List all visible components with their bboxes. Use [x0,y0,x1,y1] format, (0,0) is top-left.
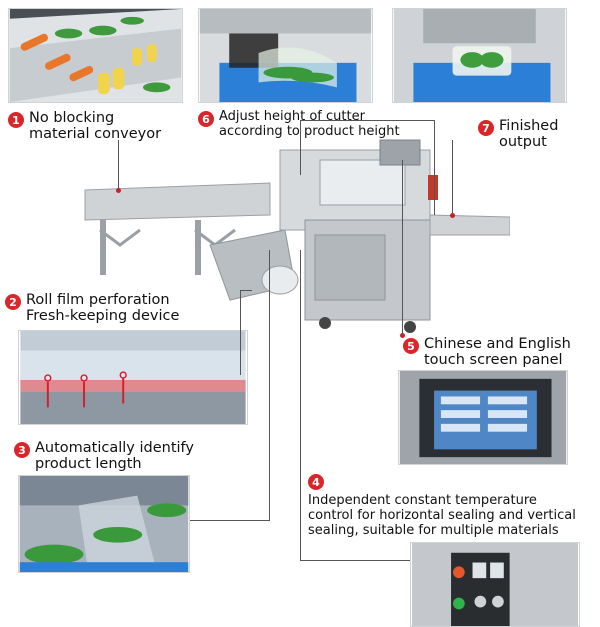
callout-7-text: Finished output [499,118,558,150]
photo-cutter-height [198,8,373,103]
leader-dot-1 [116,188,121,193]
callout-line: Automatically identify [35,440,194,456]
callout-line: sealing, suitable for multiple materials [308,523,559,538]
packaging-machine-image [80,135,511,335]
callout-1: 1 No blocking material conveyor [8,110,161,142]
callout-line: output [499,134,547,150]
leader-line-5 [402,160,403,335]
leader-line-6b [300,120,435,121]
callout-line: material conveyor [29,126,162,142]
callout-7: 7 Finished output [478,118,558,150]
numbered-badge-icon: 1 [8,112,24,128]
leader-line-6 [300,120,301,175]
leader-line-1 [118,140,119,190]
callout-2-text: Roll film perforation Fresh-keeping devi… [26,292,179,324]
leader-line-3b [269,250,270,521]
callout-line: Adjust height of cutter [219,109,365,124]
callout-6-text: Adjust height of cutter according to pro… [219,109,400,139]
leader-line-7 [452,140,453,215]
leader-dot-7 [450,213,455,218]
callout-3-text: Automatically identify product length [35,440,194,472]
photo-finished-output [392,8,567,103]
callout-line: Chinese and English [424,336,571,352]
numbered-badge-icon: 6 [198,111,214,127]
photo-vegetable-conveyor [8,8,183,103]
callout-line: Finished [499,118,559,134]
callout-line: Fresh-keeping device [26,308,180,324]
leader-line-2b [240,290,252,291]
callout-line: Roll film perforation [26,292,170,308]
photo-temperature-control [410,542,580,627]
leader-line-4b [300,560,410,561]
leader-line-4 [300,250,301,560]
callout-4: 4 Independent constant temperature contr… [308,472,576,538]
callout-line: control for horizontal sealing and verti… [308,508,576,523]
photo-length-identify [18,475,190,573]
callout-line: according to product height [219,124,400,139]
callout-5-text: Chinese and English touch screen panel [424,336,571,368]
callout-1-text: No blocking material conveyor [29,110,161,142]
photo-touch-screen [398,370,568,465]
numbered-badge-icon: 3 [14,442,30,458]
callout-line: touch screen panel [424,352,563,368]
leader-dot-5 [400,333,405,338]
numbered-badge-icon: 4 [308,474,324,490]
callout-3: 3 Automatically identify product length [14,440,194,472]
leader-line-2 [240,290,241,375]
photo-film-perforation [18,330,248,425]
callout-line: product length [35,456,142,472]
callout-5: 5 Chinese and English touch screen panel [403,336,571,368]
callout-line: Independent constant temperature [308,493,537,508]
callout-4-text: Independent constant temperature control… [308,493,576,538]
callout-2: 2 Roll film perforation Fresh-keeping de… [5,292,179,324]
numbered-badge-icon: 7 [478,120,494,136]
callout-6: 6 Adjust height of cutter according to p… [198,109,400,139]
numbered-badge-icon: 2 [5,294,21,310]
leader-line-3 [190,520,270,521]
callout-line: No blocking [29,110,115,126]
leader-line-6c [434,120,435,215]
numbered-badge-icon: 5 [403,338,419,354]
